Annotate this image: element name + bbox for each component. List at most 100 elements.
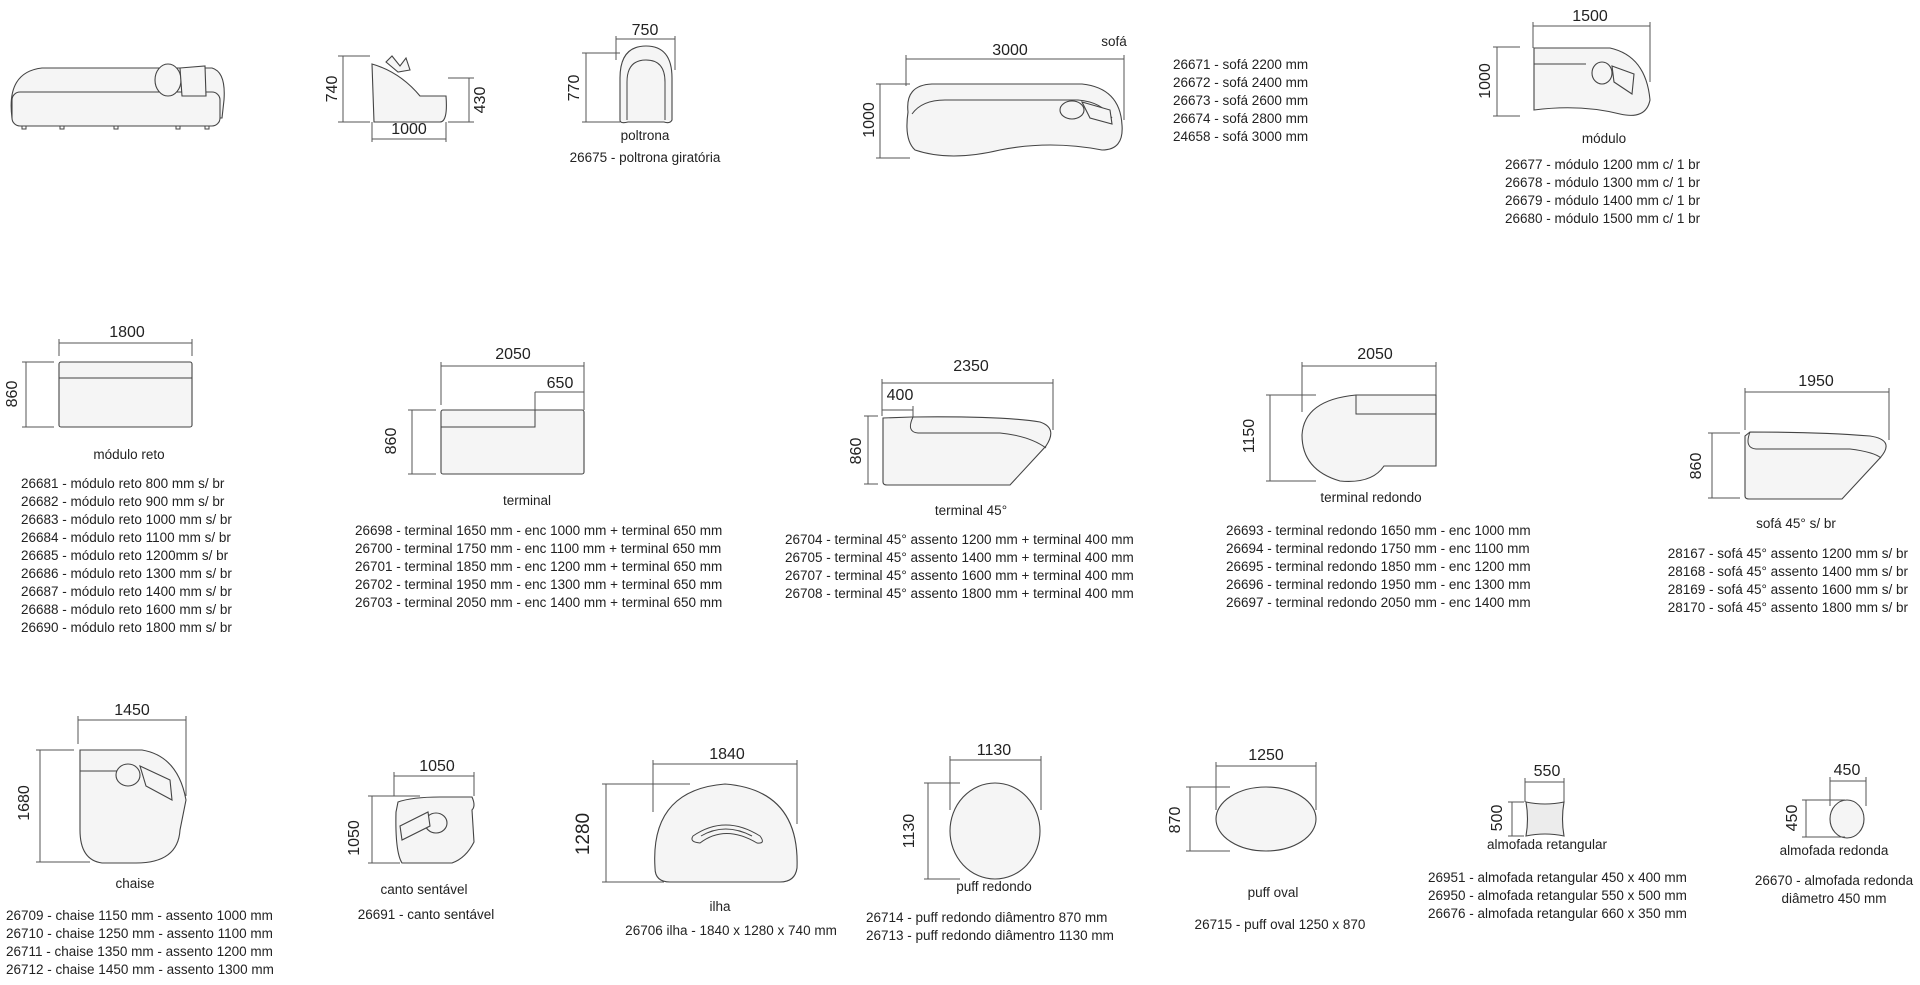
list-item: 26696 - terminal redondo 1950 mm - enc 1… <box>1226 577 1531 592</box>
sofa-45-drawing <box>1708 388 1890 500</box>
almofada-retangular-height-dimension: 500 <box>1489 804 1506 832</box>
list-item: 26709 - chaise 1150 mm - assento 1000 mm <box>6 908 273 923</box>
puff-oval-code: 26715 - puff oval 1250 x 870 <box>1194 917 1366 932</box>
terminal-redondo-drawing <box>1266 362 1437 482</box>
list-item: 26682 - módulo reto 900 mm s/ br <box>21 494 225 509</box>
sofa-title: sofá <box>1101 34 1127 49</box>
list-item: 26686 - módulo reto 1300 mm s/ br <box>21 566 232 581</box>
list-item: 28170 - sofá 45° assento 1800 mm s/ br <box>1667 600 1908 615</box>
sofa-width-dimension: 3000 <box>992 42 1028 59</box>
terminal-45-width-dimension: 2350 <box>953 358 989 375</box>
almofada-retangular-title: almofada retangular <box>1486 837 1608 852</box>
almofada-redonda-height-dimension: 450 <box>1784 804 1801 832</box>
list-item: 26690 - módulo reto 1800 mm s/ br <box>21 620 232 635</box>
list-item: 26697 - terminal redondo 2050 mm - enc 1… <box>1226 595 1531 610</box>
canto-title: canto sentável <box>380 882 468 897</box>
puff-oval-height-dimension: 870 <box>1167 806 1184 834</box>
poltrona-width-dimension: 750 <box>631 22 659 39</box>
almofada-retangular-drawing <box>1508 778 1565 837</box>
chaise-width-dimension: 1450 <box>114 702 150 719</box>
modulo-reto-width-dimension: 1800 <box>109 324 145 341</box>
modulo-height-dimension: 1000 <box>1477 63 1494 99</box>
terminal-45-height-dimension: 860 <box>848 437 865 465</box>
puff-redondo-title: puff redondo <box>956 879 1032 894</box>
list-item: 26671 - sofá 2200 mm <box>1173 57 1309 72</box>
list-item: 26710 - chaise 1250 mm - assento 1100 mm <box>6 926 273 941</box>
sofa-side-drawing <box>10 63 225 130</box>
armchair-seat-dimension: 430 <box>472 86 489 114</box>
sofa-drawing <box>876 55 1125 159</box>
list-item: 26674 - sofá 2800 mm <box>1173 111 1309 126</box>
list-item: 26700 - terminal 1750 mm - enc 1100 mm +… <box>355 541 722 556</box>
list-item: 26673 - sofá 2600 mm <box>1173 93 1309 108</box>
chaise-height-dimension: 1680 <box>16 785 33 821</box>
poltrona-title: poltrona <box>620 128 670 143</box>
poltrona-drawing <box>582 36 676 124</box>
terminal-45-title: terminal 45° <box>934 503 1008 518</box>
sofa-height-dimension: 1000 <box>861 102 878 138</box>
modulo-reto-title: módulo reto <box>93 447 165 462</box>
list-item: 28169 - sofá 45° assento 1600 mm s/ br <box>1667 582 1908 597</box>
list-item: 26684 - módulo reto 1100 mm s/ br <box>21 530 231 545</box>
almofada-redonda-width-dimension: 450 <box>1833 762 1861 779</box>
armchair-height-dimension: 740 <box>324 75 341 103</box>
almofada-redonda-drawing <box>1802 777 1867 839</box>
terminal-drawing <box>408 362 585 475</box>
sofa-45-height-dimension: 860 <box>1688 452 1705 480</box>
terminal-redondo-code-list: 26693 - terminal redondo 1650 mm - enc 1… <box>1226 522 1531 612</box>
chaise-code-list: 26709 - chaise 1150 mm - assento 1000 mm… <box>6 907 274 979</box>
list-item: 26688 - módulo reto 1600 mm s/ br <box>21 602 232 617</box>
modulo-reto-drawing <box>22 339 193 428</box>
sofa-45-code-list: 28167 - sofá 45° assento 1200 mm s/ br 2… <box>1668 545 1908 617</box>
puff-oval-width-dimension: 1250 <box>1248 747 1284 764</box>
list-item: 26677 - módulo 1200 mm c/ 1 br <box>1505 157 1701 172</box>
canto-height-dimension: 1050 <box>346 820 363 856</box>
list-item: 26693 - terminal redondo 1650 mm - enc 1… <box>1226 523 1531 538</box>
almofada-redonda-code-list: 26670 - almofada redonda diâmetro 450 mm <box>1755 872 1913 908</box>
modulo-code-list: 26677 - módulo 1200 mm c/ 1 br 26678 - m… <box>1505 156 1700 228</box>
chaise-drawing <box>36 716 187 864</box>
list-item: 26679 - módulo 1400 mm c/ 1 br <box>1505 193 1701 208</box>
list-item: 26713 - puff redondo diâmentro 1130 mm <box>866 928 1114 943</box>
canto-code: 26691 - canto sentável <box>357 907 495 922</box>
list-item: 26670 - almofada redonda <box>1754 873 1914 888</box>
list-item: 26678 - módulo 1300 mm c/ 1 br <box>1505 175 1701 190</box>
ilha-width-dimension: 1840 <box>709 746 745 763</box>
list-item: 26683 - módulo reto 1000 mm s/ br <box>21 512 232 527</box>
list-item: 26701 - terminal 1850 mm - enc 1200 mm +… <box>355 559 723 574</box>
list-item: 26687 - módulo reto 1400 mm s/ br <box>21 584 232 599</box>
sofa-45-width-dimension: 1950 <box>1798 373 1834 390</box>
puff-redondo-height-dimension: 1130 <box>901 813 918 849</box>
list-item: 28168 - sofá 45° assento 1400 mm s/ br <box>1667 564 1908 579</box>
list-item: 24658 - sofá 3000 mm <box>1173 129 1309 144</box>
ilha-title: ilha <box>709 899 731 914</box>
list-item: 26680 - módulo 1500 mm c/ 1 br <box>1505 211 1701 226</box>
modulo-reto-height-dimension: 860 <box>4 380 21 408</box>
list-item: 26672 - sofá 2400 mm <box>1173 75 1309 90</box>
puff-oval-drawing <box>1186 762 1317 852</box>
list-item: 26951 - almofada retangular 450 x 400 mm <box>1428 870 1687 885</box>
canto-sentavel-drawing <box>368 772 475 864</box>
list-item: 28167 - sofá 45° assento 1200 mm s/ br <box>1667 546 1908 561</box>
list-item: diâmetro 450 mm <box>1781 891 1887 906</box>
terminal-code-list: 26698 - terminal 1650 mm - enc 1000 mm +… <box>355 522 722 612</box>
chaise-title: chaise <box>115 876 155 891</box>
list-item: 26681 - módulo reto 800 mm s/ br <box>21 476 225 491</box>
sofa-code-list: 26671 - sofá 2200 mm 26672 - sofá 2400 m… <box>1173 56 1308 146</box>
terminal-arm-dimension: 650 <box>546 375 574 392</box>
poltrona-code: 26675 - poltrona giratória <box>569 150 721 165</box>
modulo-title: módulo <box>1581 131 1627 146</box>
terminal-redondo-width-dimension: 2050 <box>1357 346 1393 363</box>
list-item: 26694 - terminal redondo 1750 mm - enc 1… <box>1226 541 1530 556</box>
puff-oval-title: puff oval <box>1247 885 1299 900</box>
list-item: 26698 - terminal 1650 mm - enc 1000 mm +… <box>355 523 723 538</box>
sofa-45-title: sofá 45° s/ br <box>1756 516 1836 531</box>
list-item: 26703 - terminal 2050 mm - enc 1400 mm +… <box>355 595 723 610</box>
modulo-drawing <box>1493 22 1651 117</box>
list-item: 26704 - terminal 45° assento 1200 mm + t… <box>785 532 1134 547</box>
list-item: 26708 - terminal 45° assento 1800 mm + t… <box>785 586 1134 601</box>
modulo-reto-code-list: 26681 - módulo reto 800 mm s/ br 26682 -… <box>21 475 232 637</box>
list-item: 26685 - módulo reto 1200mm s/ br <box>21 548 229 563</box>
terminal-45-code-list: 26704 - terminal 45° assento 1200 mm + t… <box>785 531 1134 603</box>
